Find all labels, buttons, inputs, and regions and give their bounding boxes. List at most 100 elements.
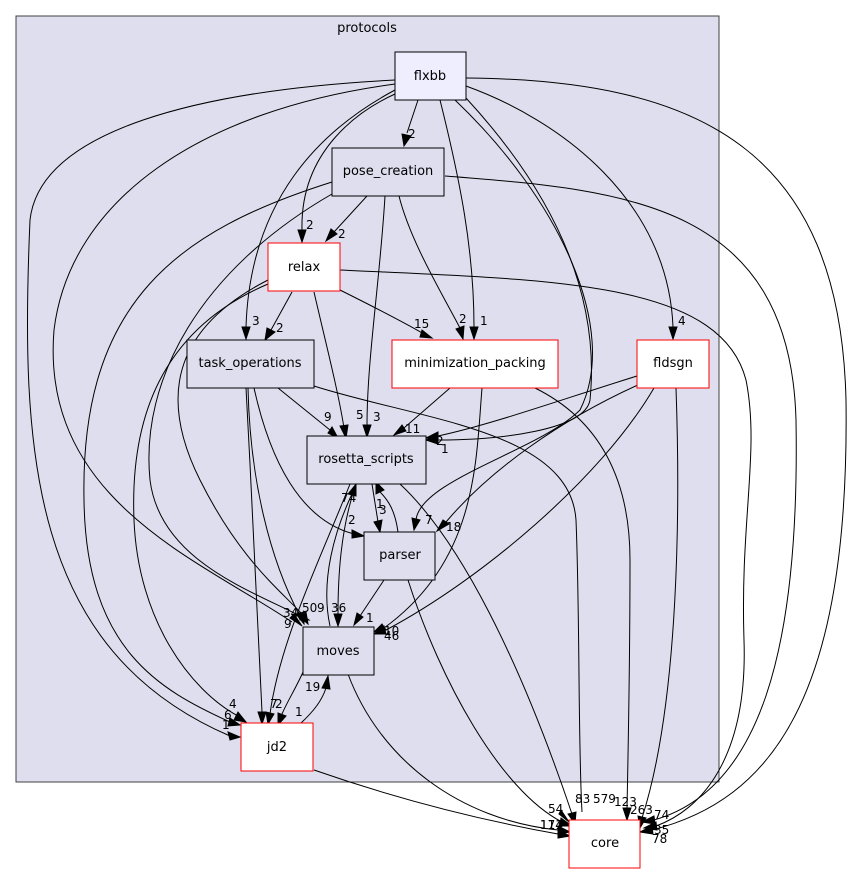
edge-label: 15 (414, 317, 429, 331)
edge-flxbb-task_operations[interactable]: 3 (241, 89, 396, 341)
node-flxbb[interactable]: flxbb (394, 51, 467, 101)
edge-task_operations-moves[interactable]: 34 (247, 387, 305, 626)
edge-jd2-moves[interactable]: 19 (299, 674, 331, 725)
node-jd2[interactable]: jd2 (240, 722, 314, 772)
edge-relax-minimization_packing[interactable]: 15 (339, 289, 434, 339)
edge-label: 2 (436, 434, 444, 448)
edge-fldsgn-rosetta_scripts[interactable]: 1 (424, 375, 638, 456)
node-label: parser (379, 548, 421, 563)
protocols-cluster-label: protocols (337, 21, 397, 36)
edge-parser-moves[interactable]: 1 (353, 579, 385, 627)
edge-flxbb-fldsgn[interactable]: 4 (465, 85, 686, 341)
edge-fldsgn-moves[interactable]: 46 (372, 387, 655, 643)
edge-label: 2 (275, 697, 283, 711)
edge-label: 74 (654, 808, 669, 822)
node-minimization_packing[interactable]: minimization_packing (391, 339, 559, 389)
edge-label: 171 (540, 818, 563, 832)
edge-label: 123 (614, 795, 637, 809)
node-relax[interactable]: relax (267, 242, 341, 292)
edge-label: 2 (459, 312, 467, 326)
node-parser[interactable]: parser (363, 531, 436, 581)
node-label: core (591, 836, 619, 851)
edge-label: 11 (405, 422, 420, 436)
edge-task_operations-rosetta_scripts[interactable]: 9 (277, 387, 340, 440)
edge-label: 34 (283, 606, 298, 620)
edge-label: 36 (331, 601, 346, 615)
node-label: relax (288, 260, 321, 275)
edge-label: 3 (252, 314, 260, 328)
edge-label: 4 (678, 314, 686, 328)
edge-label: 1 (222, 718, 230, 732)
edge-flxbb-jd2[interactable]: 1 (26, 79, 396, 741)
edge-relax-rosetta_scripts[interactable]: 5 (313, 291, 364, 440)
edge-relax-core[interactable]: 78 (339, 269, 752, 846)
node-core[interactable]: core (568, 819, 641, 869)
edge-pose_creation-rosetta_scripts[interactable]: 3 (362, 195, 386, 439)
edge-label: 3 (373, 410, 381, 424)
edge-minimization_packing-rosetta_scripts[interactable]: 11 (392, 387, 451, 437)
edge-jd2-core[interactable]: 114 (313, 769, 572, 839)
edge-relax-task_operations[interactable]: 2 (264, 291, 293, 342)
node-label: task_operations (198, 356, 301, 371)
edge-rosetta_scripts-jd2[interactable]: 2 (265, 483, 351, 726)
edge-label: 2 (408, 127, 416, 141)
node-rosetta_scripts[interactable]: rosetta_scripts (306, 435, 427, 485)
edge-rosetta_scripts-core[interactable]: 83 (399, 483, 590, 826)
edge-relax-jd2[interactable]: 4 (133, 283, 269, 723)
edge-task_operations-parser[interactable]: 2 (253, 387, 366, 539)
edge-rosetta_scripts-parser[interactable]: 3 (371, 483, 387, 534)
edge-label: 18 (446, 520, 461, 534)
edge-label: 10 (384, 624, 399, 638)
edge-rosetta_scripts-moves[interactable]: 36 (331, 483, 357, 628)
edge-label: 6 (224, 708, 232, 722)
node-label: flxbb (414, 69, 446, 84)
edge-flxbb-pose_creation[interactable]: 2 (401, 99, 419, 148)
edge-label: 5 (356, 408, 364, 422)
edge-parser-core[interactable]: 579 (407, 579, 616, 827)
edge-moves-jd2[interactable]: 1 (277, 669, 305, 727)
edge-label: 2 (306, 218, 314, 232)
edge-moves-core[interactable]: 171 (347, 673, 572, 835)
edge-label: 50 (302, 601, 317, 615)
edge-pose_creation-minimization_packing[interactable]: 2 (398, 195, 467, 341)
edge-minimization_packing-core[interactable]: 123 (534, 387, 637, 822)
edge-task_operations-core[interactable]: 54 (313, 385, 583, 823)
edge-flxbb-minimization_packing[interactable]: 1 (439, 99, 488, 341)
edge-label: 2 (276, 321, 284, 335)
edge-label: 83 (575, 792, 590, 806)
edge-moves-rosetta_scripts[interactable]: 74 (326, 482, 357, 627)
node-fldsgn[interactable]: fldsgn (636, 339, 710, 389)
node-pose_creation[interactable]: pose_creation (331, 147, 445, 197)
edge-label: 1 (376, 497, 384, 511)
edge-label: 46 (384, 629, 399, 643)
edge-pose_creation-core[interactable]: 74 (444, 175, 797, 825)
node-label: moves (316, 644, 359, 659)
edge-label: 19 (305, 680, 320, 694)
edge-label: 9 (317, 601, 325, 615)
edge-label: 4 (229, 697, 237, 711)
edge-flxbb-relax[interactable]: 2 (297, 93, 396, 244)
edge-label: 7 (270, 697, 278, 711)
edges: 2 2 3 1 4 2 7 (26, 77, 847, 846)
edge-label: 54 (548, 802, 563, 816)
edge-pose_creation-relax[interactable]: 2 (324, 195, 368, 243)
edge-parser-rosetta_scripts[interactable]: 1 (375, 480, 399, 533)
edge-label: 114 (540, 818, 563, 832)
edge-label: 78 (652, 832, 667, 846)
edge-label: 2 (348, 513, 356, 527)
node-label: fldsgn (653, 356, 693, 371)
edge-fldsgn-parser[interactable]: 18 (435, 383, 641, 534)
node-label: rosetta_scripts (318, 452, 414, 467)
node-label: pose_creation (343, 164, 434, 179)
edge-flxbb-moves[interactable]: 9 (52, 83, 396, 631)
edge-label: 263 (630, 803, 653, 817)
edge-flxbb-parser[interactable]: 7 (411, 99, 593, 532)
node-moves[interactable]: moves (302, 626, 375, 676)
node-label: jd2 (266, 740, 287, 755)
edge-label: 74 (341, 491, 356, 505)
edge-task_operations-jd2[interactable]: 7 (245, 387, 278, 726)
node-task_operations[interactable]: task_operations (186, 339, 315, 389)
edge-pose_creation-jd2[interactable]: 6 (83, 181, 333, 727)
edge-label: 7 (425, 513, 433, 527)
